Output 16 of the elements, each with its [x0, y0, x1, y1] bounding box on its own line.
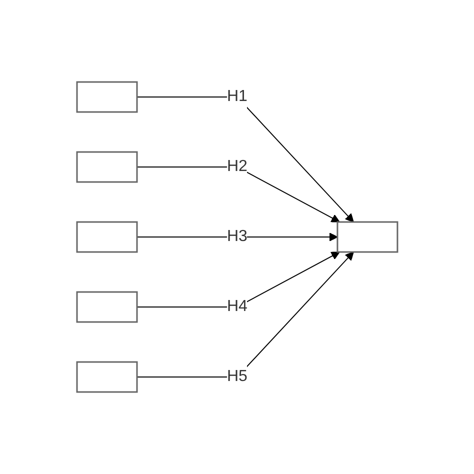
- arrow: [136, 96, 354, 222]
- edge-label: H5: [226, 368, 248, 385]
- node-box: [76, 81, 138, 113]
- node-box: [76, 221, 138, 253]
- arrow: [136, 252, 340, 308]
- node-box: [76, 291, 138, 323]
- arrow: [136, 166, 340, 222]
- arrow: [136, 252, 354, 378]
- edge-label: H3: [226, 228, 248, 245]
- edge-label: H1: [226, 88, 248, 105]
- edge-label: H4: [226, 298, 248, 315]
- node-box: [76, 361, 138, 393]
- node-box: [76, 151, 138, 183]
- edge-label: H2: [226, 158, 248, 175]
- arrow: [136, 232, 338, 242]
- node-box: [336, 221, 398, 253]
